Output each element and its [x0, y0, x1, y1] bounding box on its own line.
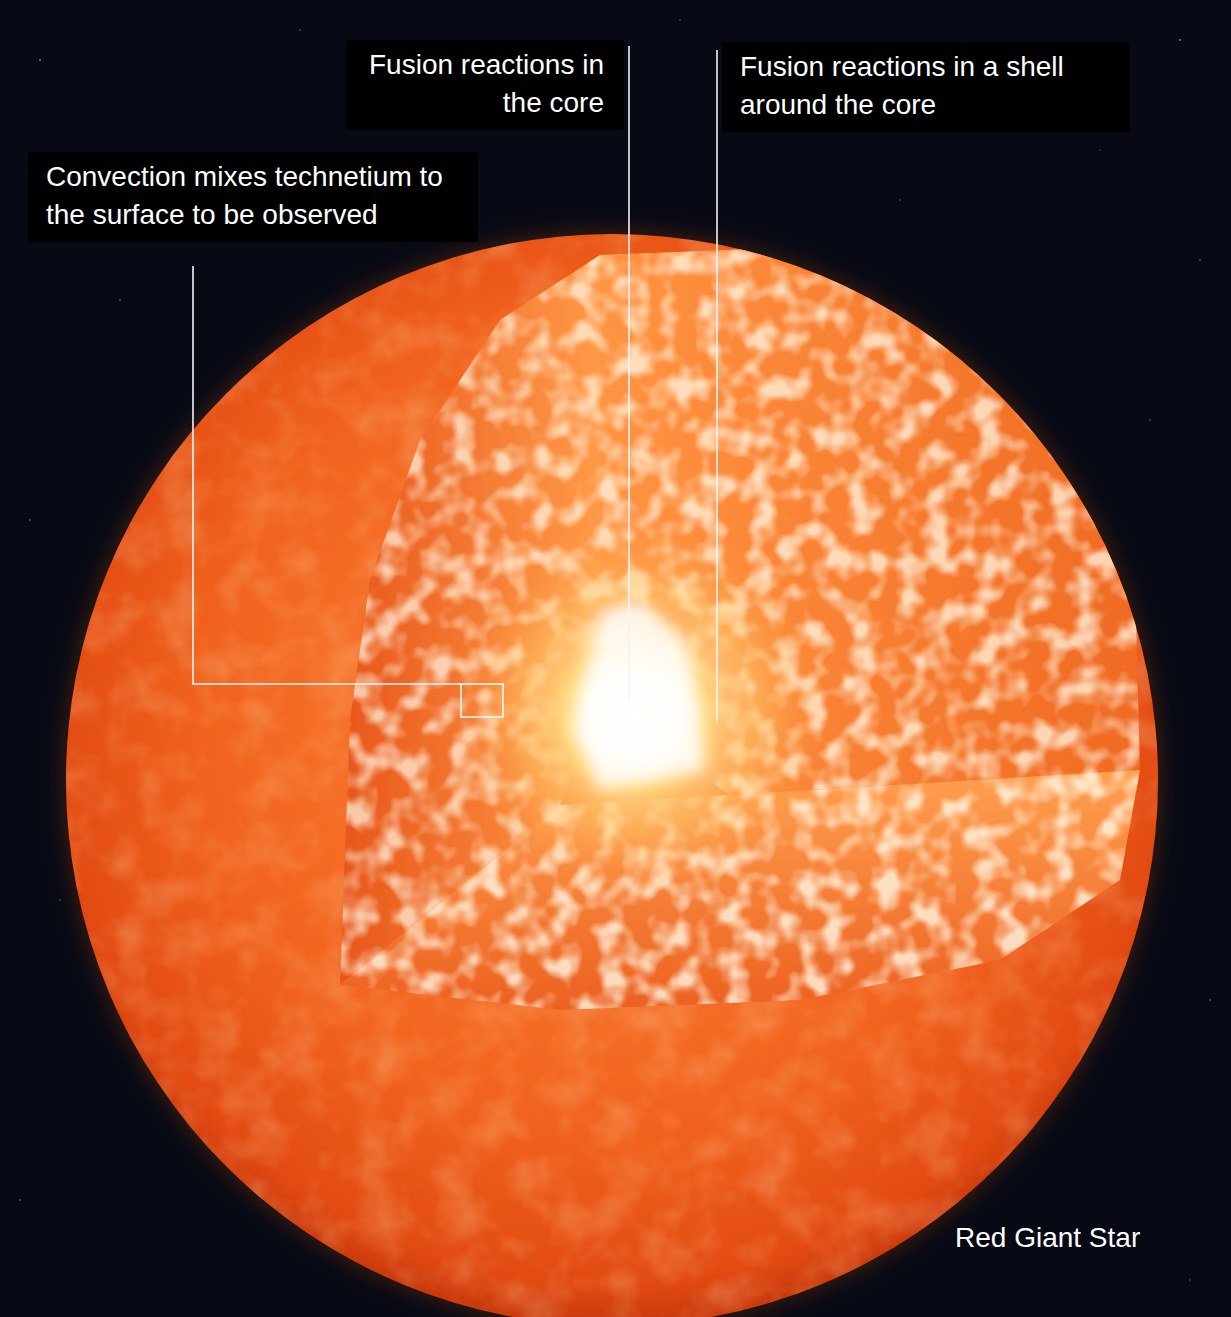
callout-box: Fusion reactions in a shell around the c… [722, 42, 1130, 132]
leader-line [193, 46, 717, 722]
callout-box: Convection mixes technetium to the surfa… [28, 152, 478, 242]
figure-label: Red Giant Star [955, 1220, 1140, 1256]
callout-text: Fusion reactions in a shell around the c… [740, 48, 1110, 124]
callout-box: Fusion reactions in the core [346, 40, 624, 130]
callout-text: Convection mixes technetium to the surfa… [46, 158, 458, 234]
callout-text: Fusion reactions in the core [364, 46, 604, 122]
